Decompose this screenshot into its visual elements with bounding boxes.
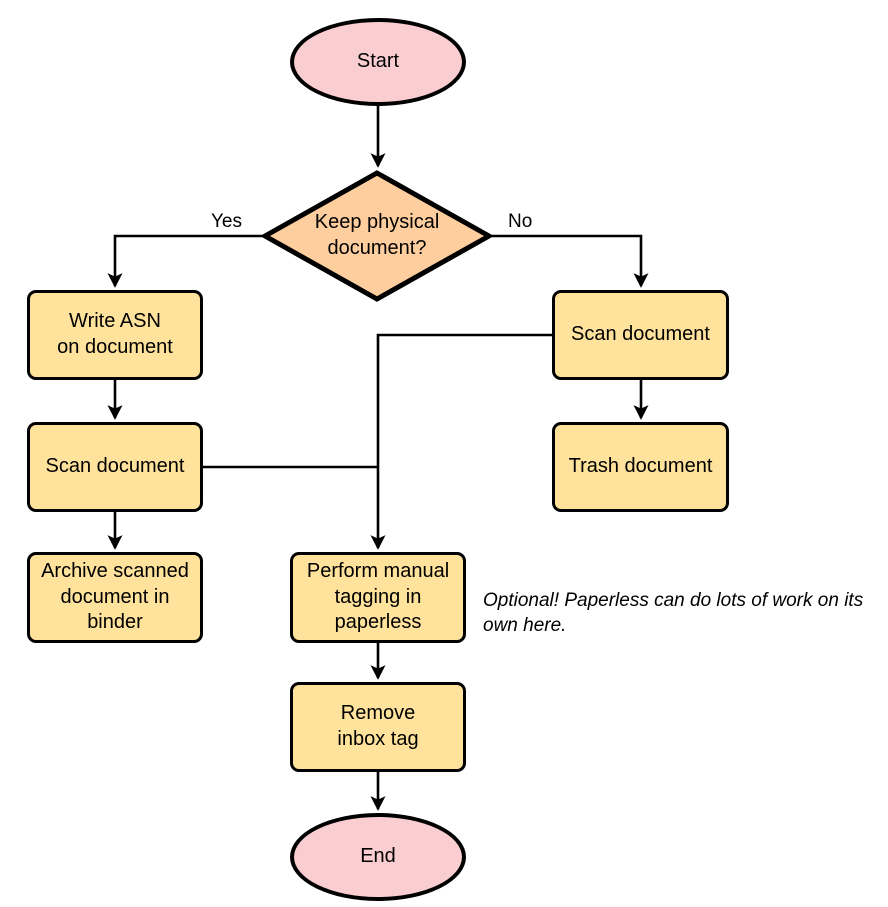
node-start[interactable]: Start [290,18,466,106]
node-start-label: Start [356,50,400,73]
node-scan-document-left[interactable]: Scan document [27,422,203,512]
node-end[interactable]: End [290,813,466,901]
node-scan-document-right-label: Scan document [571,323,710,346]
edge-scan-right-to-tagging [370,333,552,550]
edge-label-no: No [508,211,533,232]
diamond-shape [262,170,492,302]
node-scan-document-left-label: Scan document [45,455,185,478]
edge-label-yes: Yes [211,211,242,232]
edge-keep-yes-to-write-asn [107,234,262,288]
optional-note: Optional! Paperless can do lots of work … [483,590,864,637]
node-end-label: End [360,845,396,868]
edge-keep-no-to-scan-right [492,234,649,288]
node-trash-document[interactable]: Trash document [552,422,729,512]
node-scan-document-right[interactable]: Scan document [552,290,729,380]
node-trash-document-label: Trash document [568,455,713,478]
